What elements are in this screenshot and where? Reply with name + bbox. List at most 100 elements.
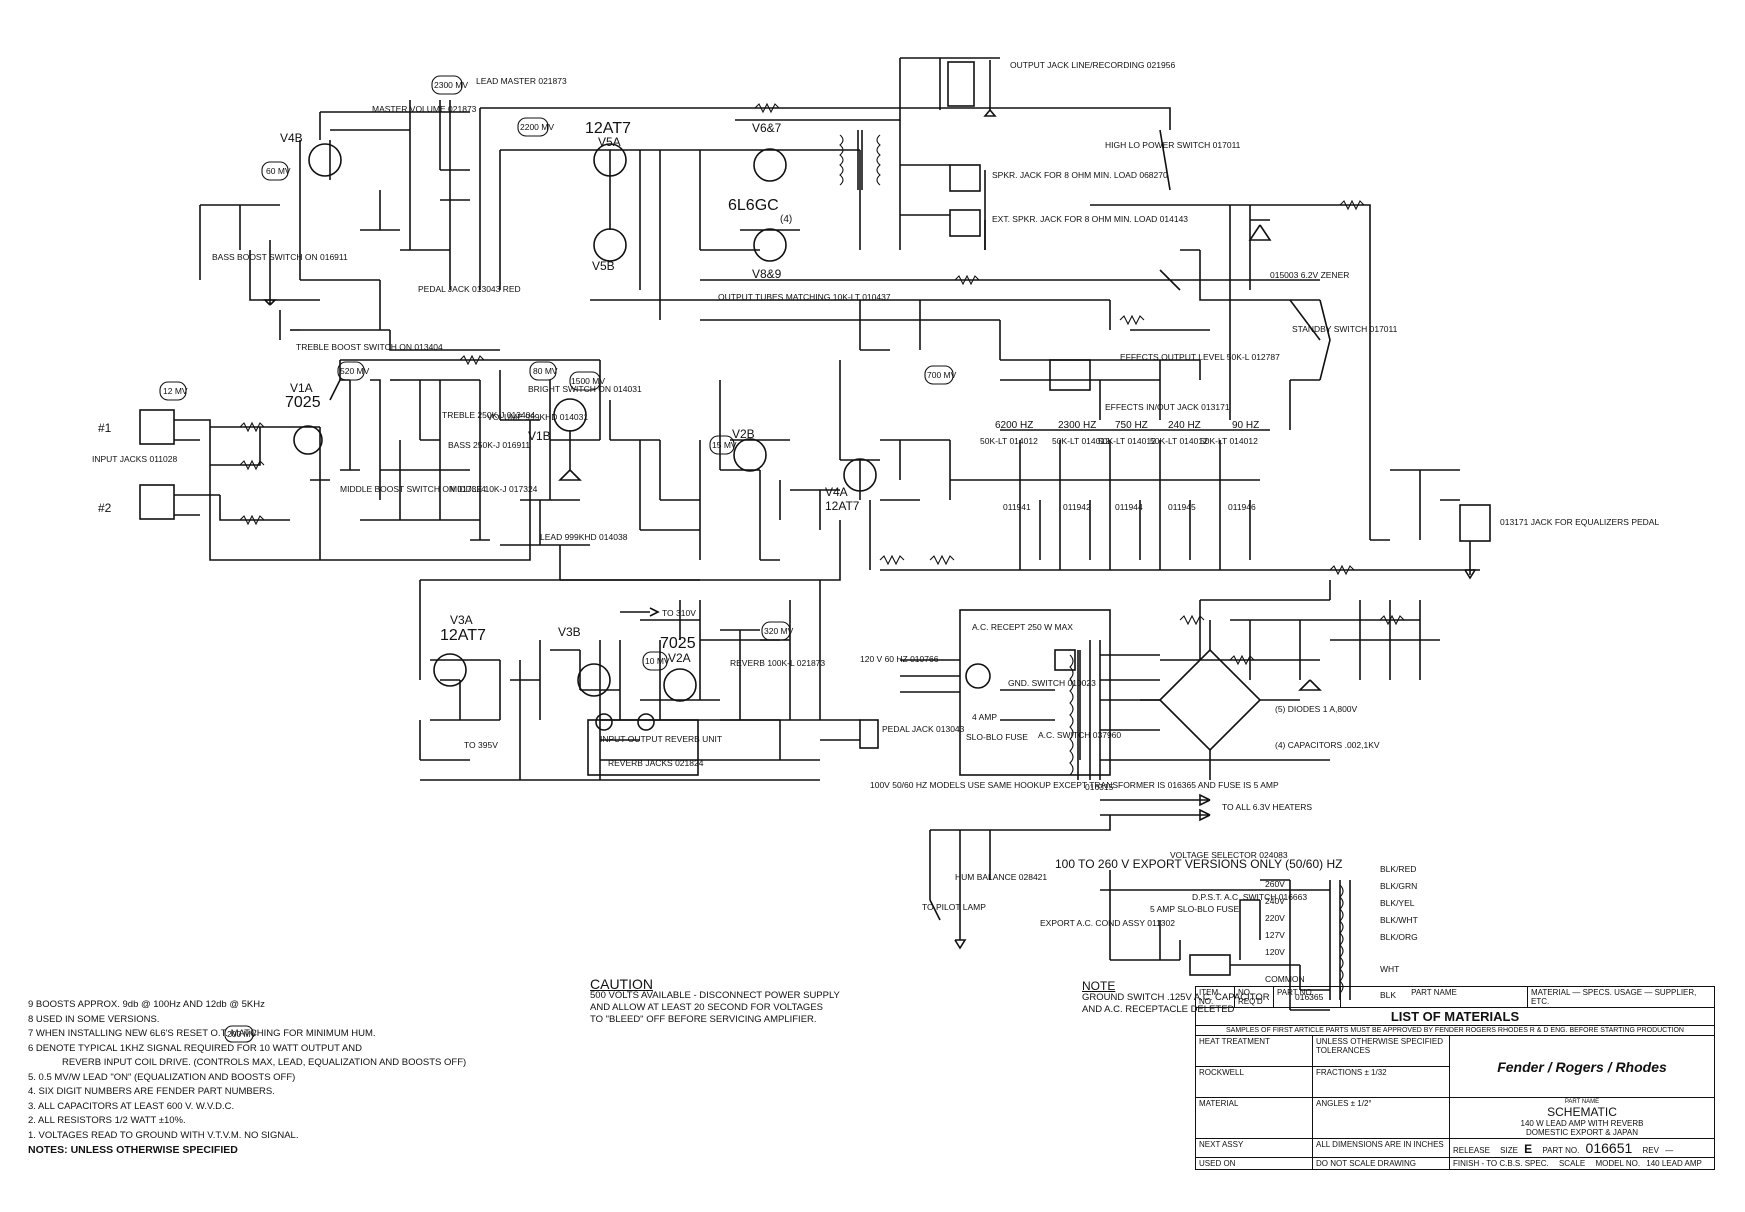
caution-title: CAUTION [590, 976, 653, 992]
caution-line: AND ALLOW AT LEAST 20 SECOND FOR VOLTAGE… [590, 1002, 823, 1013]
voltage-badge: 80 MV [533, 366, 558, 376]
eq-band-label: 750 HZ [1115, 420, 1148, 431]
eq-band-label: 90 HZ [1232, 420, 1259, 431]
part-number: 016651 [1585, 1140, 1633, 1156]
voltage-badges: 60 MV 2300 MV 2200 MV 520 MV 80 MV 1500 … [159, 75, 957, 1043]
voltage-badge: 15 MV [712, 440, 737, 450]
reverb-jacks-label: REVERB JACKS 021824 [608, 758, 704, 768]
ac-in-label: 120 V 60 HZ 010766 [860, 654, 939, 664]
note-4: 4. SIX DIGIT NUMBERS ARE FENDER PART NUM… [28, 1086, 275, 1097]
preamp-wiring [139, 330, 1491, 581]
power-supply-wiring [900, 580, 1440, 1011]
tube-label: V1A [290, 381, 313, 395]
part-no-label: PART NO. [1542, 1146, 1580, 1155]
lead-label: LEAD 999KHD 014038 [540, 532, 628, 542]
tolerances: UNLESS OTHERWISE SPECIFIED TOLERANCES [1312, 1035, 1450, 1067]
note-line: AND A.C. RECEPTACLE DELETED [1082, 1004, 1235, 1015]
part-name: SCHEMATIC [1547, 1105, 1617, 1119]
voltage-badge: 700 MV [927, 370, 957, 380]
export-fuse-label: 5 AMP SLO-BLO FUSE [1150, 904, 1239, 914]
caution-block: CAUTION 500 VOLTS AVAILABLE - DISCONNECT… [590, 976, 890, 1026]
reverb-pot-label: REVERB 100K-L 021873 [730, 658, 825, 668]
heaters-label: TO ALL 6.3V HEATERS [1222, 802, 1312, 812]
notes-block: 9 BOOSTS APPROX. 9db @ 100Hz AND 12db @ … [28, 998, 498, 1158]
note-2: 2. ALL RESISTORS 1/2 WATT ±10%. [28, 1115, 186, 1126]
schematic-labels: V4B 12AT7 V5A V5B V6&7 6L6GC (4) V8&9 V1… [92, 60, 1659, 1043]
tube-type: 7025 [285, 394, 321, 411]
col-item: ITEM NO. [1195, 986, 1235, 1008]
eq-pot-label: 50K-LT 014012 [1150, 436, 1208, 446]
hum-balance-label: HUM BALANCE 028421 [955, 872, 1047, 882]
heat-treatment: HEAT TREATMENT [1195, 1035, 1313, 1067]
spkr-jack-label: SPKR. JACK FOR 8 OHM MIN. LOAD 068270 [992, 170, 1168, 180]
tube-label: V5A [598, 135, 621, 149]
angles: ANGLES ± 1/2° [1312, 1097, 1450, 1139]
reverb-wiring [419, 579, 879, 781]
voltage-selector-label: VOLTAGE SELECTOR 024083 [1170, 850, 1288, 860]
voltage-badge: 2200 MV [520, 122, 554, 132]
input-jacks-label: INPUT JACKS 011028 [92, 454, 177, 464]
voltage-badge: 520 MV [340, 366, 370, 376]
tube-label: V5B [592, 259, 615, 273]
tube-label: V1B [528, 429, 551, 443]
eq-coil-label: 011946 [1228, 502, 1256, 512]
middle-boost-label: MIDDLE BOOST SWITCH ON 017324 [340, 484, 486, 494]
eq-pot-label: 50K-LT 014012 [980, 436, 1038, 446]
model-name: 140 LEAD AMP [1646, 1159, 1702, 1168]
voltage-badge: 2300 MV [434, 80, 468, 90]
power-switch-label: HIGH LO POWER SWITCH 017011 [1105, 140, 1241, 150]
bright-switch-label: BRIGHT SWITCH ON 014031 [528, 384, 642, 394]
model-label: MODEL NO. [1595, 1159, 1641, 1168]
tap-label: 120V [1265, 947, 1285, 957]
dpst-label: D.P.S.T. A.C. SWITCH 016663 [1192, 892, 1307, 902]
input-2-label: #2 [98, 501, 112, 515]
eq-coil-label: 011942 [1063, 502, 1091, 512]
tap-color: BLK/GRN [1380, 881, 1417, 891]
tap-color: BLK/RED [1380, 864, 1416, 874]
next-assy: NEXT ASSY [1195, 1138, 1313, 1158]
tube-symbols [293, 143, 877, 702]
master-volume-label: MASTER VOLUME 021873 [372, 104, 477, 114]
model-100v-label: 100V 50/60 HZ MODELS USE SAME HOOKUP EXC… [870, 780, 1279, 790]
bass-label: BASS 250K-J 016911 [448, 440, 530, 450]
tap-label: 260V [1265, 879, 1285, 889]
note-7: 7 WHEN INSTALLING NEW 6L6'S RESET O.T. M… [28, 1028, 376, 1039]
treble-boost-label: TREBLE BOOST SWITCH ON 013404 [296, 342, 443, 352]
eq-coil-label: 011944 [1115, 502, 1143, 512]
col-reqd: NO. REQ'D [1234, 986, 1274, 1008]
tube-type: 7025 [660, 635, 696, 652]
zener-label: 015003 6.2V ZENER [1270, 270, 1349, 280]
voltage-badge: 10 MV [645, 656, 670, 666]
output-transformer [839, 130, 1344, 994]
fuse-label: SLO-BLO FUSE [966, 732, 1028, 742]
export-cond-label: EXPORT A.C. COND ASSY 011302 [1040, 918, 1175, 928]
ac-recept-label: A.C. RECEPT 250 W MAX [972, 622, 1073, 632]
voltage-badge: 200 MV [227, 1029, 257, 1039]
voltage-badge: 320 MV [764, 626, 794, 636]
tube-type: 12AT7 [440, 627, 486, 644]
voltage-badge: 60 MV [266, 166, 291, 176]
reverb-unit-label: INPUT OUTPUT REVERB UNIT [600, 734, 722, 744]
pilot-lamp-label: TO PILOT LAMP [922, 902, 986, 912]
to-310v-label: TO 310V [662, 608, 696, 618]
output-tubes-label: OUTPUT TUBES MATCHING 10K-LT 010437 [718, 292, 891, 302]
eq-pot-label: 50K-LT 014012 [1098, 436, 1156, 446]
capacitors-label: (4) CAPACITORS .002,1KV [1275, 740, 1380, 750]
list-title: LIST OF MATERIALS [1195, 1007, 1715, 1026]
note-9: 9 BOOSTS APPROX. 9db @ 100Hz AND 12db @ … [28, 999, 265, 1010]
approval-note: SAMPLES OF FIRST ARTICLE PARTS MUST BE A… [1195, 1025, 1715, 1036]
size-value: E [1524, 1142, 1533, 1156]
ext-spkr-jack-label: EXT. SPKR. JACK FOR 8 OHM MIN. LOAD 0141… [992, 214, 1188, 224]
note-3: 3. ALL CAPACITORS AT LEAST 600 V. W.V.D.… [28, 1100, 235, 1112]
tube-label: V3B [558, 625, 581, 639]
tap-color: BLK/YEL [1380, 898, 1415, 908]
tube-type: 12AT7 [585, 120, 631, 137]
desc-line1: 140 W LEAD AMP WITH REVERB [1520, 1119, 1644, 1128]
material-label: MATERIAL [1195, 1097, 1313, 1139]
note-6b: REVERB INPUT COIL DRIVE. (CONTROLS MAX, … [62, 1057, 467, 1068]
pedal-jack-red-label: PEDAL JACK 013043 RED [418, 284, 521, 294]
export-label: 100 TO 260 V EXPORT VERSIONS ONLY (50/60… [1055, 857, 1342, 871]
effects-output-label: EFFECTS OUTPUT LEVEL 50K-L 012787 [1120, 352, 1280, 362]
top-wiring [199, 57, 1371, 430]
fractions: FRACTIONS ± 1/32 [1312, 1066, 1450, 1098]
